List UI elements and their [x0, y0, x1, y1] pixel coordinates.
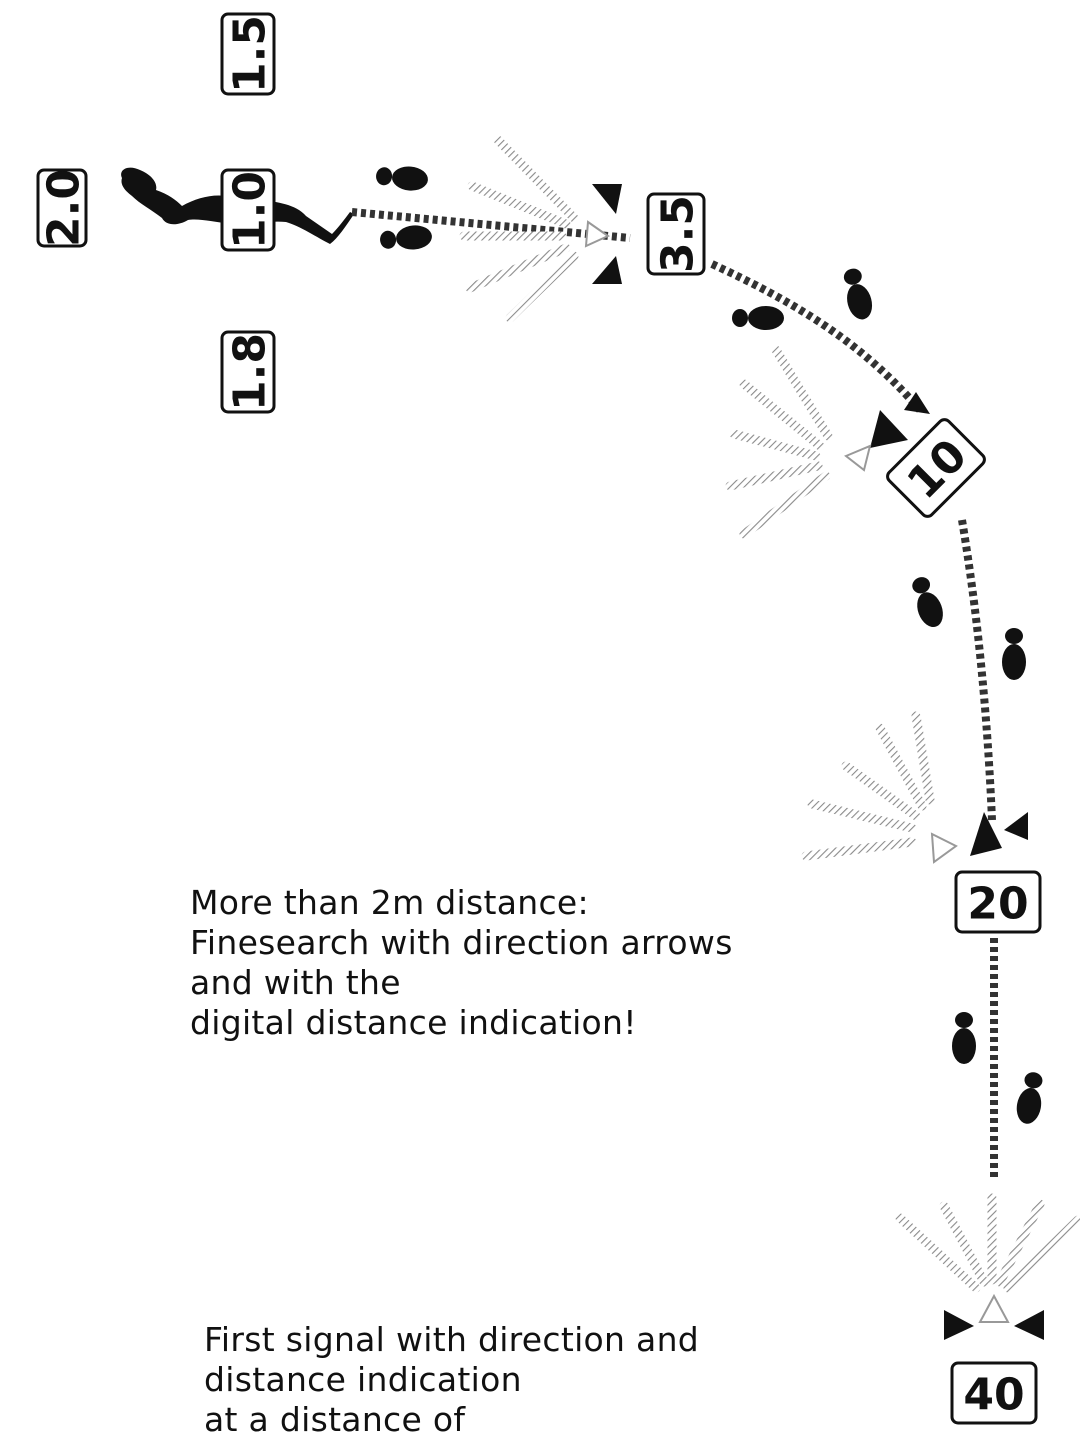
- signal-ray-icon: [493, 135, 579, 223]
- readout-1-0-text: 1.0: [225, 171, 276, 249]
- signal-ray-icon: [739, 471, 831, 539]
- readout-20: 20: [954, 870, 1042, 934]
- signal-ray-icon: [801, 837, 917, 861]
- readout-1-0: 1.0: [220, 168, 276, 252]
- signal-rays-3-5: [459, 135, 579, 323]
- readout-1-5-text: 1.5: [225, 15, 276, 93]
- path-segment-1: [351, 208, 631, 242]
- signal-ray-icon: [807, 799, 917, 833]
- readout-1-8: 1.8: [220, 330, 276, 414]
- footprint-icon: [732, 306, 784, 330]
- caption-fine-search-line: More than 2m distance:: [190, 883, 589, 922]
- signal-ray-icon: [911, 711, 935, 805]
- readout-40-text: 40: [963, 1370, 1024, 1421]
- signal-ray-icon: [725, 461, 823, 491]
- direction-arrow-icon: [904, 392, 930, 414]
- caption-first-signal-line: at a distance of: [204, 1400, 466, 1439]
- direction-arrow-icon: [870, 410, 908, 448]
- readout-2-0: 2.0: [36, 168, 90, 248]
- signal-rays-10: [725, 345, 833, 539]
- direction-arrow-icon: [584, 220, 611, 248]
- path-segment-2: [710, 260, 924, 413]
- search-path: [351, 208, 998, 1180]
- signal-ray-icon: [729, 429, 821, 461]
- signal-ray-icon: [505, 251, 579, 323]
- footprint-icon: [952, 1012, 976, 1064]
- direction-arrow-icon: [592, 184, 622, 214]
- signal-ray-icon: [895, 1213, 981, 1293]
- signal-ray-icon: [465, 243, 571, 293]
- direction-arrow-icon: [944, 1310, 974, 1340]
- footprints: [376, 166, 1043, 1124]
- signal-ray-icon: [841, 761, 921, 821]
- signal-ray-icon: [739, 379, 825, 451]
- caption-fine-search-line: digital distance indication!: [190, 1003, 637, 1042]
- caption-fine-search-line: and with the: [190, 963, 401, 1002]
- signal-ray-icon: [467, 181, 571, 229]
- direction-arrows: [584, 184, 1044, 1340]
- readout-3-5-text: 3.5: [653, 195, 704, 273]
- signal-ray-icon: [875, 723, 927, 811]
- direction-arrow-icon: [1014, 1310, 1044, 1340]
- signal-ray-icon: [995, 1199, 1045, 1287]
- direction-arrow-icon: [1004, 812, 1028, 840]
- signal-ray-icon: [1003, 1215, 1080, 1293]
- signal-ray-icon: [771, 345, 833, 441]
- signal-rays-20: [801, 711, 935, 861]
- footprint-icon: [380, 225, 432, 250]
- footprint-icon: [376, 166, 428, 191]
- caption-first-signal-line: First signal with direction and: [204, 1320, 700, 1359]
- footprint-icon: [1016, 1072, 1043, 1124]
- readout-40: 40: [950, 1361, 1038, 1425]
- readout-1-8-text: 1.8: [225, 333, 276, 411]
- caption-first-signal-line: distance indication: [204, 1360, 522, 1399]
- signal-rays-40: [895, 1193, 1080, 1293]
- footprint-icon: [843, 268, 873, 320]
- caption-fine-search: More than 2m distance: Finesearch with d…: [190, 883, 733, 1043]
- readout-2-0-text: 2.0: [39, 169, 90, 247]
- signal-ray-icon: [939, 1201, 989, 1287]
- direction-arrow-icon: [970, 812, 1002, 856]
- footprint-icon: [1002, 628, 1026, 680]
- caption-first-signal: First signal with direction and distance…: [204, 1320, 699, 1440]
- direction-arrow-icon: [930, 832, 958, 864]
- path-segment-3: [958, 519, 996, 821]
- direction-arrow-icon: [844, 444, 872, 472]
- caption-fine-search-line: Finesearch with direction arrows: [190, 923, 733, 962]
- readout-20-text: 20: [967, 879, 1028, 930]
- readout-1-5: 1.5: [220, 12, 276, 96]
- direction-arrow-icon: [978, 1293, 1010, 1323]
- readout-3-5: 3.5: [646, 192, 706, 276]
- footprint-icon: [912, 577, 943, 628]
- direction-arrow-icon: [592, 256, 622, 284]
